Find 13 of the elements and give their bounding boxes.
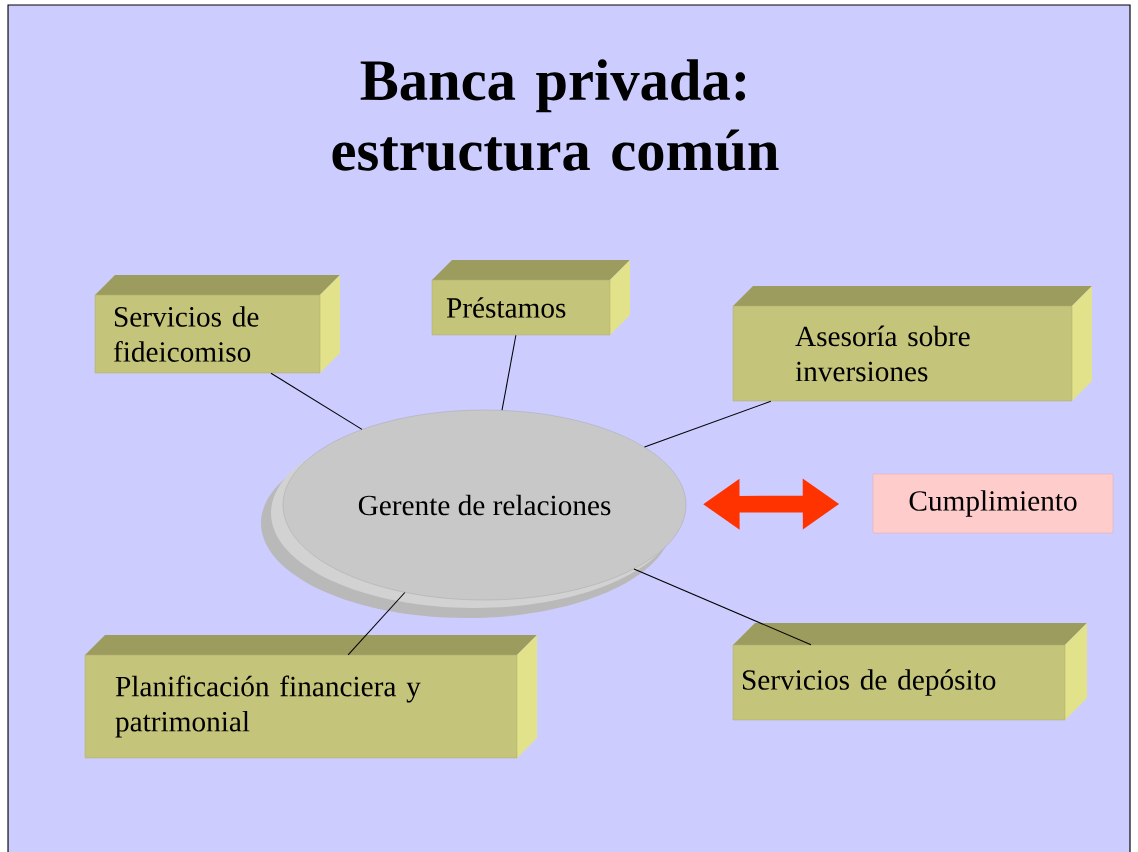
ellipse-node: Gerente de relaciones xyxy=(261,409,687,618)
connector-line xyxy=(644,400,772,448)
connector-line xyxy=(270,372,363,430)
title: Banca privada: estructura común xyxy=(332,59,779,171)
block-box: Asesoría sobre inversiones xyxy=(732,286,1092,402)
connector-line xyxy=(633,568,812,646)
label-box: Cumplimiento xyxy=(872,473,1114,534)
block-box: Servicios de fideicomiso xyxy=(94,275,340,374)
block-box: Servicios de depósito xyxy=(732,623,1087,721)
connector-line xyxy=(347,591,406,656)
block-box: Planificación financiera y patrimonial xyxy=(84,635,537,759)
connector-line xyxy=(501,334,517,411)
block-box: Préstamos xyxy=(431,260,630,336)
